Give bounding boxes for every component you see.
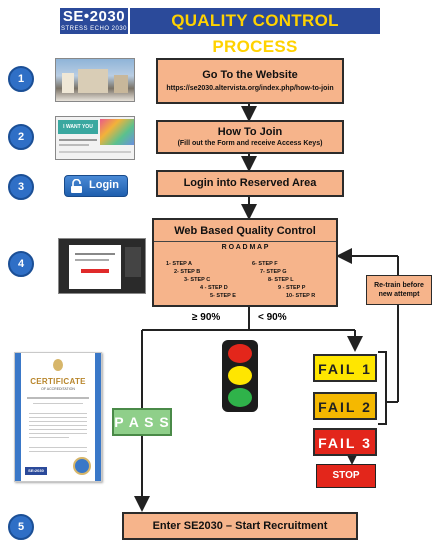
retrain-box: Re-train before new attempt bbox=[366, 275, 432, 305]
step1-box: Go To the Website https://se2030.altervi… bbox=[156, 58, 344, 104]
roadmap-item: 1- STEP A bbox=[166, 261, 192, 267]
certificate-logo: SE•2030 bbox=[25, 467, 47, 475]
page-title: QUALITY CONTROL PROCESS bbox=[130, 8, 380, 56]
step-number-3: 3 bbox=[8, 174, 34, 200]
step2-subtitle: (Fill out the Form and receive Access Ke… bbox=[177, 140, 323, 147]
step5-box: Enter SE2030 – Start Recruitment bbox=[122, 512, 358, 540]
certificate-subtitle: OF ACCREDITATION bbox=[41, 387, 75, 391]
step1-title: Go To the Website bbox=[202, 69, 298, 81]
pass-box: P A S S bbox=[112, 408, 172, 436]
qc-thumbnail bbox=[58, 238, 146, 294]
step3-box: Login into Reserved Area bbox=[156, 170, 344, 197]
fail-2-box: FAIL 2 bbox=[313, 392, 377, 420]
step-number-5: 5 bbox=[8, 514, 34, 540]
roadmap-item: 8- STEP L bbox=[268, 277, 294, 283]
roadmap-item: 7- STEP G bbox=[260, 269, 287, 275]
join-thumbnail: I WANT YOU bbox=[55, 116, 135, 160]
step3-title: Login into Reserved Area bbox=[183, 177, 317, 189]
certificate-image: CERTIFICATE OF ACCREDITATION SE•2030 bbox=[14, 352, 102, 482]
roadmap-item: 6- STEP F bbox=[252, 261, 278, 267]
step2-box: How To Join (Fill out the Form and recei… bbox=[156, 120, 344, 154]
fail-3-box: FAIL 3 bbox=[313, 428, 377, 456]
roadmap-item: 10- STEP R bbox=[286, 293, 316, 299]
step5-title: Enter SE2030 – Start Recruitment bbox=[152, 520, 328, 532]
roadmap-label: R O A D M A P bbox=[221, 244, 269, 251]
step-number-1: 1 bbox=[8, 66, 34, 92]
step4-title: Web Based Quality Control bbox=[174, 225, 316, 237]
step-number-4: 4 bbox=[8, 251, 34, 277]
website-thumbnail bbox=[55, 58, 135, 102]
fail-1-box: FAIL 1 bbox=[313, 354, 377, 382]
fail-bracket bbox=[378, 351, 387, 425]
step1-url[interactable]: https://se2030.altervista.org/index.php/… bbox=[166, 85, 334, 92]
join-thumbnail-label: I WANT YOU bbox=[58, 120, 98, 134]
retrain-label: Re-train before new attempt bbox=[374, 282, 424, 298]
fail-threshold: < 90% bbox=[258, 312, 287, 323]
header-logo: SE•2030 STRESS ECHO 2030 bbox=[60, 8, 128, 34]
step4-box: Web Based Quality Control R O A D M A P … bbox=[152, 218, 338, 307]
roadmap-item: 2- STEP B bbox=[174, 269, 201, 275]
login-button-label: Login bbox=[89, 179, 119, 191]
step-number-2: 2 bbox=[8, 124, 34, 150]
pass-threshold: ≥ 90% bbox=[192, 312, 221, 323]
traffic-light-icon bbox=[222, 340, 258, 412]
login-button[interactable]: Login bbox=[64, 175, 128, 197]
certificate-title: CERTIFICATE bbox=[30, 377, 86, 386]
logo-subtext: STRESS ECHO 2030 bbox=[60, 26, 128, 32]
roadmap-item: 4 - STEP D bbox=[200, 285, 228, 291]
roadmap-item: 3- STEP C bbox=[184, 277, 211, 283]
roadmap-item: 9 - STEP P bbox=[278, 285, 306, 291]
step2-title: How To Join bbox=[217, 126, 283, 138]
logo-text: SE•2030 bbox=[62, 8, 126, 25]
roadmap-item: 5- STEP E bbox=[210, 293, 236, 299]
lock-icon bbox=[71, 179, 82, 193]
stop-box: STOP bbox=[316, 464, 376, 488]
